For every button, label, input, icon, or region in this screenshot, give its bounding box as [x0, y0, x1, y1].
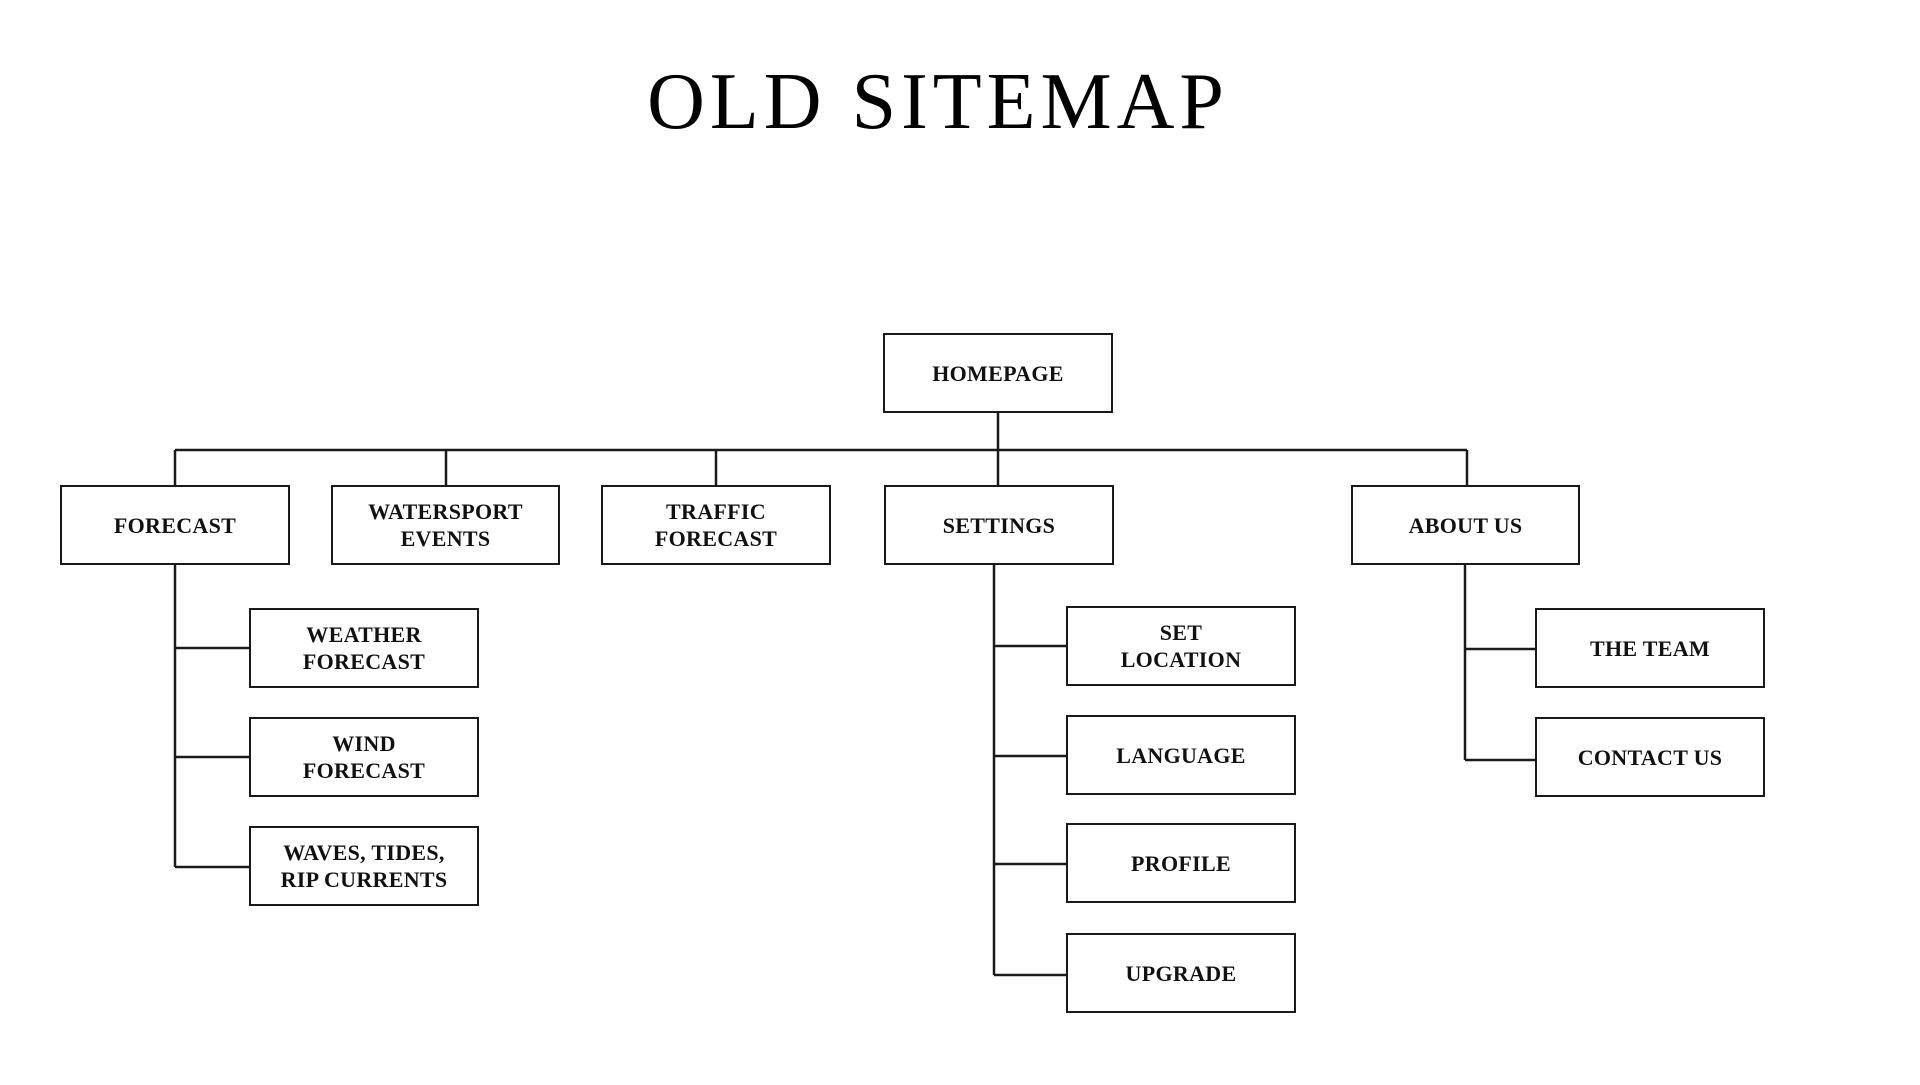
- homepage-label: HOMEPAGE: [932, 360, 1064, 386]
- about-us-node: ABOUT US: [1351, 485, 1580, 565]
- settings-node: SETTINGS: [884, 485, 1114, 565]
- the-team-label: THE TEAM: [1590, 635, 1710, 661]
- set-location-label: SET LOCATION: [1120, 620, 1242, 672]
- wind-forecast-node: WIND FORECAST: [249, 717, 479, 797]
- the-team-node: THE TEAM: [1535, 608, 1765, 688]
- contact-us-label: CONTACT US: [1577, 744, 1723, 770]
- homepage-node: HOMEPAGE: [883, 333, 1113, 413]
- traffic-forecast-label: TRAFFIC FORECAST: [654, 499, 778, 551]
- traffic-forecast-node: TRAFFIC FORECAST: [601, 485, 831, 565]
- set-location-node: SET LOCATION: [1066, 606, 1296, 686]
- waves-tides-label: WAVES, TIDES, RIP CURRENTS: [280, 840, 448, 892]
- weather-forecast-node: WEATHER FORECAST: [249, 608, 479, 688]
- profile-node: PROFILE: [1066, 823, 1296, 903]
- contact-us-node: CONTACT US: [1535, 717, 1765, 797]
- upgrade-label: UPGRADE: [1125, 960, 1237, 986]
- forecast-label: FORECAST: [113, 512, 237, 538]
- forecast-node: FORECAST: [60, 485, 290, 565]
- weather-forecast-label: WEATHER FORECAST: [302, 622, 426, 674]
- waves-tides-node: WAVES, TIDES, RIP CURRENTS: [249, 826, 479, 906]
- about-us-label: ABOUT US: [1408, 512, 1523, 538]
- page-title: OLD SITEMAP: [647, 58, 1229, 146]
- wind-forecast-label: WIND FORECAST: [302, 731, 426, 783]
- profile-label: PROFILE: [1131, 850, 1231, 876]
- upgrade-node: UPGRADE: [1066, 933, 1296, 1013]
- settings-label: SETTINGS: [942, 512, 1056, 538]
- watersport-events-node: WATERSPORT EVENTS: [331, 485, 560, 565]
- language-label: LANGUAGE: [1116, 742, 1246, 768]
- watersport-events-label: WATERSPORT EVENTS: [368, 499, 523, 551]
- language-node: LANGUAGE: [1066, 715, 1296, 795]
